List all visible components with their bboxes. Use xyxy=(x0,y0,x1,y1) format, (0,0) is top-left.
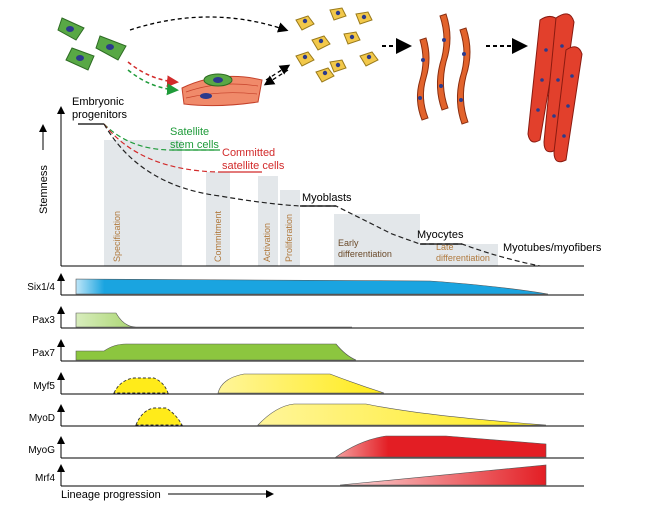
gene-expression-profile xyxy=(335,435,547,458)
process-bands: Specification Commitment Activation Prolife… xyxy=(104,140,498,266)
gene-row-7: Mrf4 xyxy=(35,464,584,487)
gene-row-4: Myf5 xyxy=(33,372,584,395)
gene-row-5: MyoD xyxy=(29,403,584,427)
process-band-3 xyxy=(258,176,278,266)
stage-label-satellite: Satellite xyxy=(170,126,209,138)
committed-curve xyxy=(103,123,219,173)
process-band-5 xyxy=(334,214,420,266)
myoblast-cells-icon xyxy=(295,7,379,83)
stemness-axis-label: Stemness xyxy=(38,165,50,214)
process-label-4: Proliferation xyxy=(284,214,294,262)
process-band-2 xyxy=(206,172,230,266)
gene-row-2: Pax3 xyxy=(32,306,584,329)
cell-illustrations xyxy=(57,7,583,163)
gene-name-label: MyoD xyxy=(29,413,55,424)
stage-label-committed-satellite: satellite cells xyxy=(222,160,285,172)
stage-label-committed: Committed xyxy=(222,147,275,159)
process-horizontal-label-4: differentiation xyxy=(436,253,490,263)
stage-label-embryonic: Embryonic xyxy=(72,96,124,108)
gene-name-label: Mrf4 xyxy=(35,473,55,484)
process-horizontal-label-3: Late xyxy=(436,242,454,252)
myotube-cells-icon xyxy=(527,13,583,163)
stemness-axes: Stemness xyxy=(38,106,584,267)
stage-label-progenitors: progenitors xyxy=(72,109,128,121)
gene-expression-profile xyxy=(257,403,547,426)
process-horizontal-label-1: Early xyxy=(338,238,359,248)
early-expression-bump-2 xyxy=(135,407,183,426)
process-band-4 xyxy=(280,190,300,266)
process-band-1 xyxy=(104,140,182,266)
stemness-curves xyxy=(78,123,541,267)
gene-name-label: MyoG xyxy=(28,445,55,456)
process-horizontal-label-2: differentiation xyxy=(338,249,392,259)
gene-row-3: Pax7 xyxy=(32,339,584,362)
gene-expression-profile xyxy=(75,312,352,328)
gene-expression-profile xyxy=(217,373,385,394)
satellite-cell-on-fiber-icon xyxy=(181,73,263,107)
lineage-arrows xyxy=(127,16,528,96)
stage-labels: Embryonic progenitors Satellite stem cel… xyxy=(72,96,602,254)
gene-name-label: Pax3 xyxy=(32,315,55,326)
gene-name-label: Pax7 xyxy=(32,348,55,359)
gene-row-6: MyoG xyxy=(28,435,584,459)
gene-row-1: Six1/4 xyxy=(27,273,584,296)
progenitor-cells-icon xyxy=(57,17,127,71)
stage-label-myotubes: Myotubes/myofibers xyxy=(503,242,602,254)
stage-label-myocytes: Myocytes xyxy=(417,229,464,241)
stage-label-stem-cells: stem cells xyxy=(170,139,219,151)
gene-name-label: Myf5 xyxy=(33,381,55,392)
gene-expression-profile xyxy=(75,343,357,361)
gene-expression-profile xyxy=(339,464,547,486)
process-label-2: Commitment xyxy=(213,210,223,262)
satellite-stem-curve xyxy=(103,123,216,151)
gene-expression-profile xyxy=(75,278,549,295)
process-label-3: Activation xyxy=(262,223,272,262)
lineage-axis-label: Lineage progression xyxy=(61,489,161,501)
stage-label-myoblasts: Myoblasts xyxy=(302,192,352,204)
early-expression-bump-1 xyxy=(113,377,169,394)
process-label-1: Specification xyxy=(112,211,122,262)
myocyte-cells-icon xyxy=(416,13,471,125)
lineage-axis: Lineage progression xyxy=(61,489,274,501)
gene-name-label: Six1/4 xyxy=(27,282,55,293)
